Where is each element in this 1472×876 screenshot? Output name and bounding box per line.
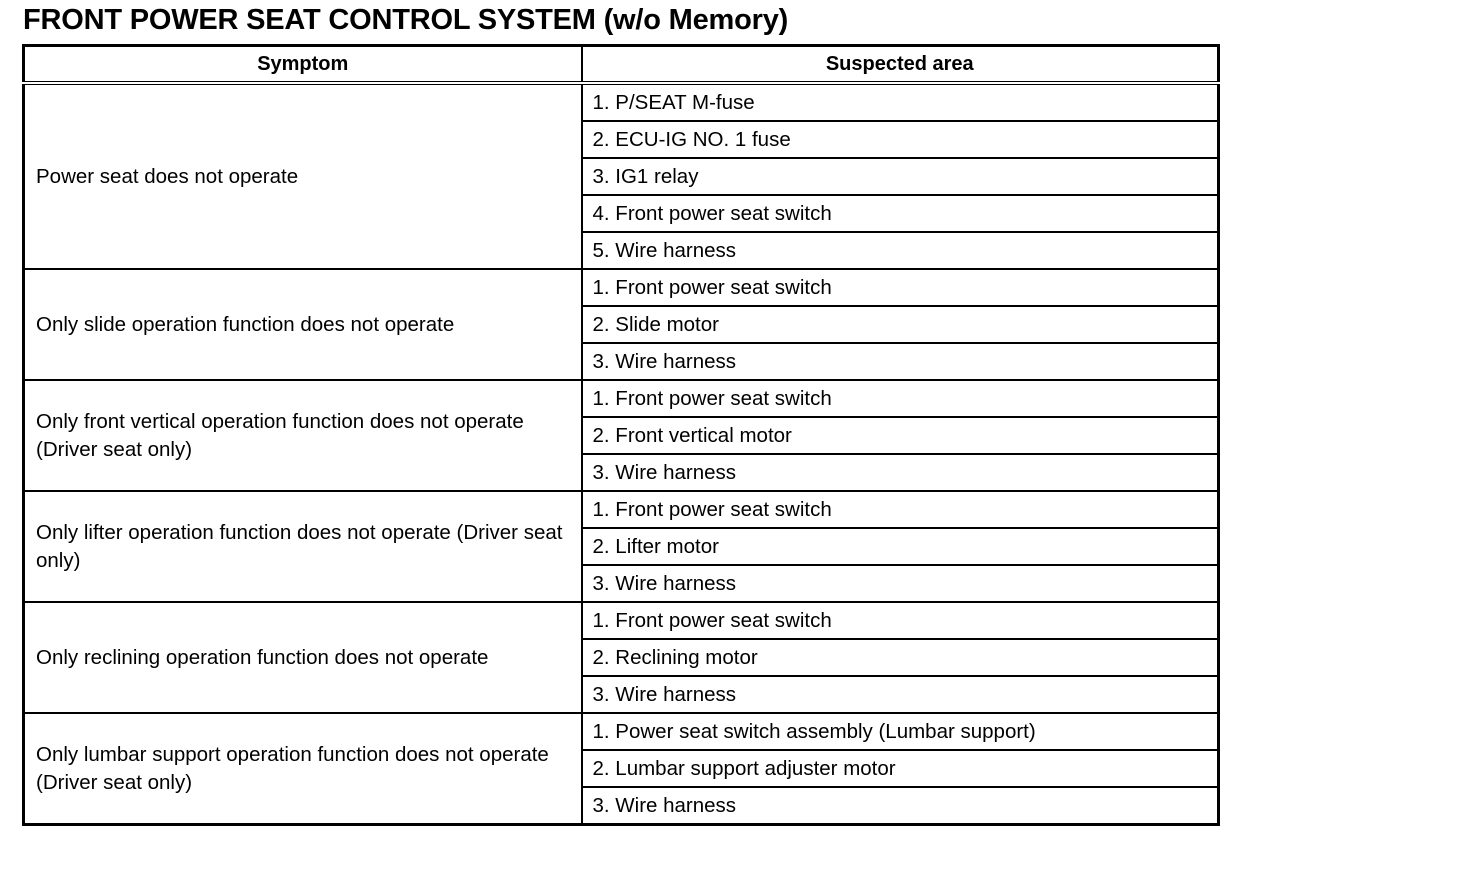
symptom-cell: Only slide operation function does not o…: [22, 268, 583, 381]
table-row: Only reclining operation function does n…: [22, 601, 1220, 714]
suspected-area-cell: 2. Reclining motor: [580, 638, 1220, 677]
suspected-area-column-header: Suspected area: [580, 44, 1220, 85]
symptom-column-header: Symptom: [22, 44, 583, 85]
suspected-area-cell: 3. Wire harness: [580, 786, 1220, 826]
suspected-area-cell: 3. IG1 relay: [580, 157, 1220, 196]
table-row: 5. Wire harness: [24, 231, 1220, 270]
symptom-cell: Only lumbar support operation function d…: [22, 712, 583, 826]
suspected-area-cell: 3. Wire harness: [580, 675, 1220, 714]
suspected-area-cell: 1. Front power seat switch: [580, 601, 1220, 640]
page-title: FRONT POWER SEAT CONTROL SYSTEM (w/o Mem…: [23, 4, 789, 36]
suspected-area-cell: 1. Front power seat switch: [580, 268, 1220, 307]
table-row: 3. Wire harness: [24, 342, 1220, 381]
table-row: 3. Wire harness: [24, 453, 1220, 492]
suspected-area-cell: 2. Slide motor: [580, 305, 1220, 344]
table-header-row: Symptom Suspected area: [22, 44, 1220, 85]
table-row: 2. Front vertical motor: [24, 416, 1220, 455]
table-row: Only slide operation function does not o…: [22, 268, 1220, 381]
suspected-area-cell: 2. ECU-IG NO. 1 fuse: [580, 120, 1220, 159]
suspected-area-cell: 5. Wire harness: [580, 231, 1220, 270]
table-row: Only front vertical operation function d…: [22, 379, 1220, 492]
suspected-area-cell: 2. Front vertical motor: [580, 416, 1220, 455]
table-row: 2. Lifter motor: [24, 527, 1220, 566]
table-row: 3. Wire harness: [24, 675, 1220, 714]
table-row: 2. Lumbar support adjuster motor: [24, 749, 1220, 788]
troubleshooting-table: Symptom Suspected area Power seat does n…: [22, 44, 1220, 826]
suspected-area-cell: 1. P/SEAT M-fuse: [580, 82, 1220, 122]
symptom-cell: Only reclining operation function does n…: [22, 601, 583, 714]
table-row: 2. Slide motor: [24, 305, 1220, 344]
table-row: 3. IG1 relay: [24, 157, 1220, 196]
suspected-area-cell: 3. Wire harness: [580, 453, 1220, 492]
table-row: Power seat does not operate 1. P/SEAT M-…: [22, 82, 1220, 270]
suspected-area-cell: 4. Front power seat switch: [580, 194, 1220, 233]
table-row: 3. Wire harness: [24, 564, 1220, 603]
symptom-cell: Only front vertical operation function d…: [22, 379, 583, 492]
table-row: Only lifter operation function does not …: [22, 490, 1220, 603]
symptom-cell: Only lifter operation function does not …: [22, 490, 583, 603]
suspected-area-cell: 1. Front power seat switch: [580, 490, 1220, 529]
suspected-area-cell: 2. Lifter motor: [580, 527, 1220, 566]
suspected-area-cell: 1. Front power seat switch: [580, 379, 1220, 418]
suspected-area-cell: 1. Power seat switch assembly (Lumbar su…: [580, 712, 1220, 751]
table-row: 2. ECU-IG NO. 1 fuse: [24, 120, 1220, 159]
suspected-area-cell: 3. Wire harness: [580, 564, 1220, 603]
suspected-area-cell: 3. Wire harness: [580, 342, 1220, 381]
table-row: 3. Wire harness: [24, 786, 1220, 826]
table-row: Only lumbar support operation function d…: [22, 712, 1220, 826]
suspected-area-cell: 2. Lumbar support adjuster motor: [580, 749, 1220, 788]
symptom-cell: Power seat does not operate: [22, 82, 583, 270]
table-row: 2. Reclining motor: [24, 638, 1220, 677]
table-row: 4. Front power seat switch: [24, 194, 1220, 233]
